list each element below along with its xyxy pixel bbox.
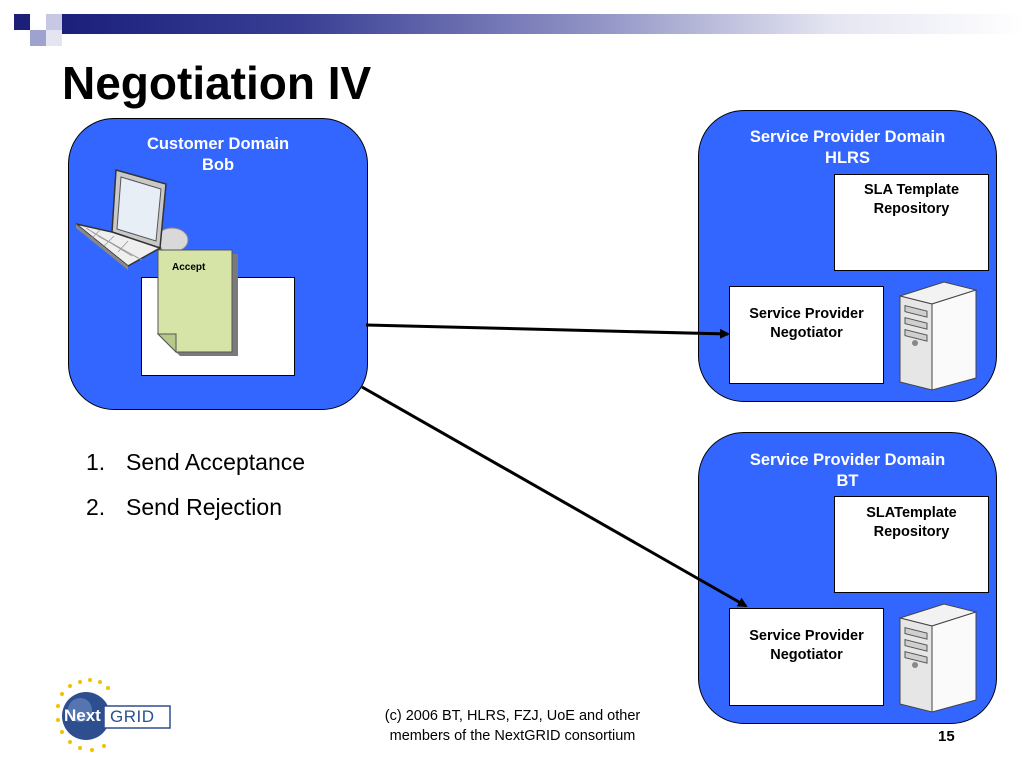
repository-label: Repository: [873, 524, 950, 540]
repository-label: SLATemplate: [866, 505, 957, 521]
corner-square: [14, 14, 30, 30]
footer-line: (c) 2006 BT, HLRS, FZJ, UoE and other: [384, 708, 641, 724]
list-item: 2.Send Rejection: [86, 494, 282, 520]
page-title: Negotiation IV: [62, 57, 372, 109]
customer-gui-label: r GUI: [202, 309, 238, 325]
arrow-to-bt: [361, 385, 748, 608]
arrow-to-hlrs: [365, 323, 730, 339]
domain-title-line: Service Provider Domain: [749, 451, 946, 469]
service-provider-negotiator-bt: Service Provider Negotiator: [729, 608, 884, 706]
domain-title-line: Service Provider Domain: [749, 128, 946, 146]
list-item: 1.Send Acceptance: [86, 449, 306, 475]
negotiator-label: Service Provider: [749, 306, 864, 322]
title-bar: [62, 14, 1024, 34]
corner-square: [30, 30, 46, 46]
domain-title-line: Customer Domain: [146, 135, 290, 153]
negotiator-label: Negotiator: [770, 647, 843, 663]
nextgrid-logo: Next GRID: [50, 676, 174, 756]
logo-next: Next: [64, 706, 101, 725]
service-provider-negotiator-hlrs: Service Provider Negotiator: [729, 286, 884, 384]
footer-line: members of the NextGRID consortium: [389, 728, 636, 744]
domain-title-line: BT: [836, 472, 859, 490]
corner-square: [46, 30, 62, 46]
negotiator-label: Service Provider: [749, 628, 864, 644]
document-label: Accept: [172, 262, 206, 273]
sla-template-repository-bt: SLATemplate Repository: [834, 496, 989, 593]
sla-template-repository-hlrs: SLA Template Repository: [834, 174, 989, 271]
negotiator-label: Negotiator: [770, 325, 843, 341]
domain-title-line: Bob: [201, 156, 235, 174]
footer-copyright: (c) 2006 BT, HLRS, FZJ, UoE and other me…: [340, 706, 685, 746]
page-number: 15: [938, 728, 955, 745]
customer-gui-box: r GUI: [141, 277, 295, 376]
domain-title-line: HLRS: [825, 149, 870, 167]
action-list: 1.Send Acceptance 2.Send Rejection: [86, 440, 305, 530]
corner-square: [46, 14, 62, 30]
repository-label: Repository: [873, 201, 950, 217]
repository-label: SLA Template: [863, 182, 960, 198]
logo-grid: GRID: [110, 707, 155, 726]
